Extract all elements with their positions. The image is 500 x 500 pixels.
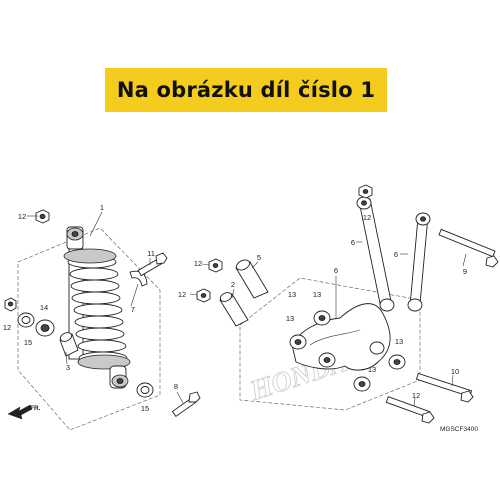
shock-group-outline (17, 227, 161, 431)
connecting-rod-right (407, 212, 431, 312)
nut-12-mid-low (196, 288, 211, 303)
rear-shock-absorber (63, 226, 131, 389)
bearing-14 (35, 319, 55, 337)
callout-11: 11 (147, 249, 155, 258)
callout-5: 6 (334, 266, 338, 275)
nut-12-top-right (358, 184, 373, 199)
bolt-10 (385, 396, 435, 424)
callout-13: 13 (395, 337, 403, 346)
callout-12: 12 (194, 259, 202, 268)
banner-text: Na obrázku díl číslo 1 (116, 78, 376, 102)
leader-lines (27, 211, 467, 407)
callout-7: 7 (131, 305, 135, 314)
callout-13: 13 (368, 365, 376, 374)
callout-14: 14 (40, 303, 48, 312)
connecting-rod-left (356, 196, 395, 312)
bolt-8 (171, 391, 201, 417)
cushion-arm (289, 303, 406, 392)
part-number-banner: Na obrázku díl číslo 1 (105, 68, 387, 112)
callout-10: 12 (412, 391, 420, 400)
callout-3: 3 (66, 363, 70, 372)
callout-8: 8 (174, 382, 178, 391)
callout-13: 13 (288, 290, 296, 299)
bolt-11 (137, 252, 168, 277)
callout-2: 2 (231, 280, 235, 289)
callout-1: 1 (100, 203, 104, 212)
callout-13: 13 (313, 290, 321, 299)
callout-15: 15 (141, 404, 149, 413)
nut-12-top-left (35, 209, 50, 224)
callout-15: 15 (24, 338, 32, 347)
diagram-code: MGSCF3400 (440, 426, 478, 433)
callout-12: 12 (3, 323, 11, 332)
callout-4: 5 (257, 253, 261, 262)
callout-6: 6 (351, 238, 355, 247)
nut-12-left (4, 297, 17, 312)
front-direction-arrow: FR. (7, 404, 41, 420)
callout-6: 6 (394, 250, 398, 259)
callout-13: 13 (286, 314, 294, 323)
callout-9: 10 (451, 367, 459, 376)
callout-9: 9 (463, 267, 467, 276)
bolt-9-bottom (415, 372, 474, 403)
dust-seal-15-left (17, 312, 35, 328)
callout-labels: 1 12 11 7 14 12 15 3 15 8 12 12 5 2 6 12… (3, 203, 478, 433)
callout-12: 12 (178, 290, 186, 299)
dust-seal-15-bottom (136, 382, 154, 398)
bolt-9-top (438, 228, 499, 268)
collar-2 (219, 292, 249, 327)
collar-3 (59, 332, 79, 357)
callout-12: 12 (18, 212, 26, 221)
front-marker-label: FR. (30, 405, 41, 412)
nut-12-mid-top (208, 258, 223, 273)
callout-12: 12 (363, 213, 371, 222)
collar-4 (235, 259, 269, 299)
